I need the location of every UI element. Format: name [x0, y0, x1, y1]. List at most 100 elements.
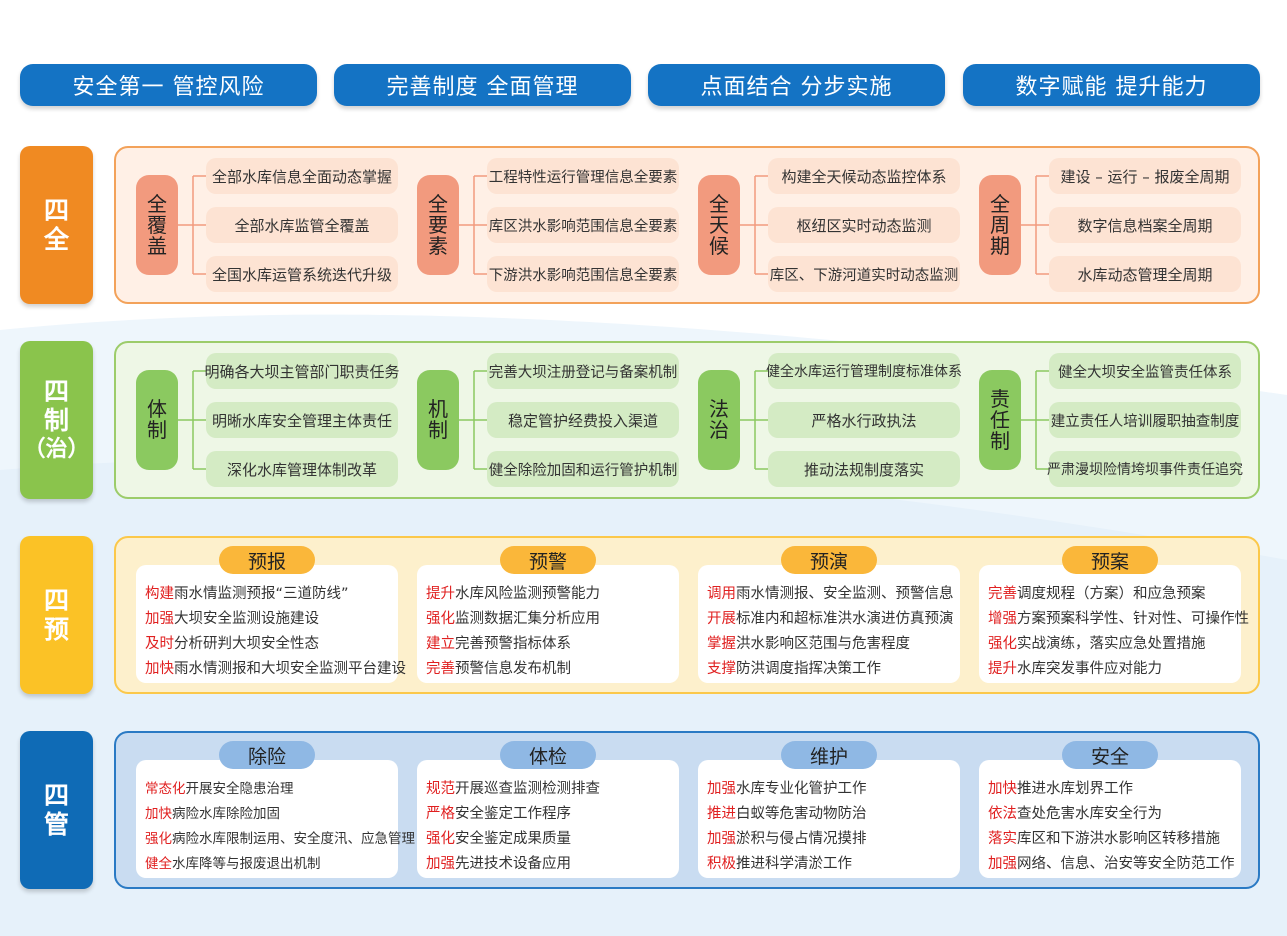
category-char: 责: [990, 386, 1010, 411]
item: 全部水库信息全面动态掌握: [206, 158, 398, 194]
category-char: 天: [709, 212, 729, 237]
tab-forecast: 预报: [219, 546, 315, 574]
category-full-lifecycle: 全 周 期: [979, 175, 1021, 275]
card-line: 规范开展巡查监测检测排查: [426, 781, 600, 797]
card-line: 加快病险水库除险加固: [145, 806, 280, 822]
category-char: 盖: [147, 233, 167, 258]
header-digital-empower: 数字赋能 提升能力: [963, 64, 1260, 106]
row-label-char: 管: [43, 810, 69, 839]
item: 库区、下游河道实时动态监测: [768, 256, 960, 292]
card-line: 强化实战演练，落实应急处置措施: [988, 636, 1206, 652]
card-line: 严格安全鉴定工作程序: [426, 806, 571, 822]
card-line: 加强先进技术设备应用: [426, 856, 571, 872]
row-label-char: 全: [43, 225, 69, 254]
row-label-four-systems: 四 制 （治）: [20, 341, 93, 499]
item: 枢纽区实时动态监测: [768, 207, 960, 243]
card-line: 开展标准内和超标准洪水演进仿真预演: [707, 611, 954, 627]
category-char: 机: [428, 397, 448, 421]
item: 数字信息档案全周期: [1049, 207, 1241, 243]
category-char: 全: [990, 191, 1010, 216]
card-line: 强化病险水库限制运用、安全度汛、应急管理: [145, 831, 415, 847]
category-char: 周: [990, 212, 1010, 237]
category-full-elements: 全 要 素: [417, 175, 459, 275]
category-char: 全: [428, 191, 448, 216]
item: 健全除险加固和运行管护机制: [487, 451, 679, 487]
category-responsibility: 责 任 制: [979, 370, 1021, 470]
card-risk-removal: 常态化开展安全隐患治理 加快病险水库除险加固 强化病险水库限制运用、安全度汛、应…: [136, 760, 415, 878]
row-label-char: 四: [43, 781, 69, 810]
card-line: 完善调度规程（方案）和应急预案: [988, 586, 1206, 602]
category-char: 候: [709, 233, 729, 258]
card-line: 提升水库突发事件应对能力: [988, 661, 1162, 677]
tab-inspection: 体检: [500, 741, 596, 769]
category-char: 任: [990, 407, 1010, 432]
card-warning: 提升水库风险监测预警能力 强化监测数据汇集分析应用 建立完善预警指标体系 完善预…: [417, 565, 679, 683]
item: 完善大坝注册登记与备案机制: [487, 353, 679, 389]
item: 稳定管护经费投入渠道: [487, 402, 679, 438]
item: 推动法规制度落实: [768, 451, 960, 487]
card-line: 加快推进水库划界工作: [988, 781, 1133, 797]
row-label-char: （治）: [23, 436, 90, 462]
card-line: 建立完善预警指标体系: [426, 636, 571, 652]
tab-risk-removal: 除险: [219, 741, 315, 769]
category-char: 制: [990, 428, 1010, 453]
card-line: 加快雨水情测报和大坝安全监测平台建设: [145, 661, 406, 677]
card-line: 构建雨水情监测预报“三道防线”: [145, 586, 349, 602]
card-line: 常态化开展安全隐患治理: [145, 781, 294, 797]
category-char: 覆: [147, 212, 167, 237]
tab-rehearsal: 预演: [781, 546, 877, 574]
row-label-char: 四: [43, 376, 69, 406]
item: 全国水库运管系统迭代升级: [206, 256, 398, 292]
card-line: 健全水库降等与报废退出机制: [145, 856, 321, 872]
category-char: 制: [147, 418, 167, 442]
card-line: 及时分析研判大坝安全性态: [145, 636, 319, 652]
category-char: 制: [428, 418, 448, 442]
item: 下游洪水影响范围信息全要素: [487, 256, 679, 292]
item: 明确各大坝主管部门职责任务: [205, 353, 400, 389]
card-inspection: 规范开展巡查监测检测排查 严格安全鉴定工作程序 强化安全鉴定成果质量 加强先进技…: [417, 760, 679, 878]
row-label-char: 制: [43, 405, 69, 435]
category-char: 素: [428, 233, 448, 258]
card-line: 落实库区和下游洪水影响区转移措施: [988, 831, 1220, 847]
card-line: 完善预警信息发布机制: [426, 661, 571, 677]
card-line: 积极推进科学清淤工作: [707, 856, 852, 872]
tab-plan: 预案: [1062, 546, 1158, 574]
row-label-four-pre: 四 预: [20, 536, 93, 694]
row-label-char: 四: [43, 586, 69, 615]
header-point-surface: 点面结合 分步实施: [648, 64, 945, 106]
row-label-char: 四: [43, 196, 69, 225]
card-line: 掌握洪水影响区范围与危害程度: [707, 636, 910, 652]
category-char: 要: [428, 212, 448, 237]
category-char: 期: [990, 233, 1010, 258]
card-line: 强化监测数据汇集分析应用: [426, 611, 600, 627]
card-line: 强化安全鉴定成果质量: [426, 831, 571, 847]
category-all-weather: 全 天 候: [698, 175, 740, 275]
category-rule-of-law: 法 治: [698, 370, 740, 470]
card-line: 提升水库风险监测预警能力: [426, 586, 600, 602]
category-char: 法: [709, 397, 729, 421]
card-line: 推进白蚁等危害动物防治: [707, 806, 867, 822]
item: 严肃漫坝险情垮坝事件责任追究: [1047, 451, 1243, 487]
card-line: 依法查处危害水库安全行为: [988, 806, 1162, 822]
category-char: 全: [147, 191, 167, 216]
card-security: 加快推进水库划界工作 依法查处危害水库安全行为 落实库区和下游洪水影响区转移措施…: [979, 760, 1241, 878]
card-forecast: 构建雨水情监测预报“三道防线” 加强大坝安全监测设施建设 及时分析研判大坝安全性…: [136, 565, 406, 683]
category-mechanism: 机 制: [417, 370, 459, 470]
category-char: 体: [147, 397, 167, 421]
item: 深化水库管理体制改革: [206, 451, 398, 487]
tab-warning: 预警: [500, 546, 596, 574]
header-improve-system: 完善制度 全面管理: [334, 64, 631, 106]
card-line: 增强方案预案科学性、针对性、可操作性: [988, 611, 1249, 627]
item: 库区洪水影响范围信息全要素: [487, 207, 679, 243]
card-maintenance: 加强水库专业化管护工作 推进白蚁等危害动物防治 加强淤积与侵占情况摸排 积极推进…: [698, 760, 960, 878]
item: 建设 – 运行 – 报废全周期: [1049, 158, 1241, 194]
item: 严格水行政执法: [768, 402, 960, 438]
category-char: 全: [709, 191, 729, 216]
card-line: 支撑防洪调度指挥决策工作: [707, 661, 881, 677]
item: 建立责任人培训履职抽查制度: [1049, 402, 1241, 438]
category-system: 体 制: [136, 370, 178, 470]
item: 水库动态管理全周期: [1049, 256, 1241, 292]
card-line: 调用雨水情测报、安全监测、预警信息: [707, 586, 954, 602]
row-label-four-manage: 四 管: [20, 731, 93, 889]
